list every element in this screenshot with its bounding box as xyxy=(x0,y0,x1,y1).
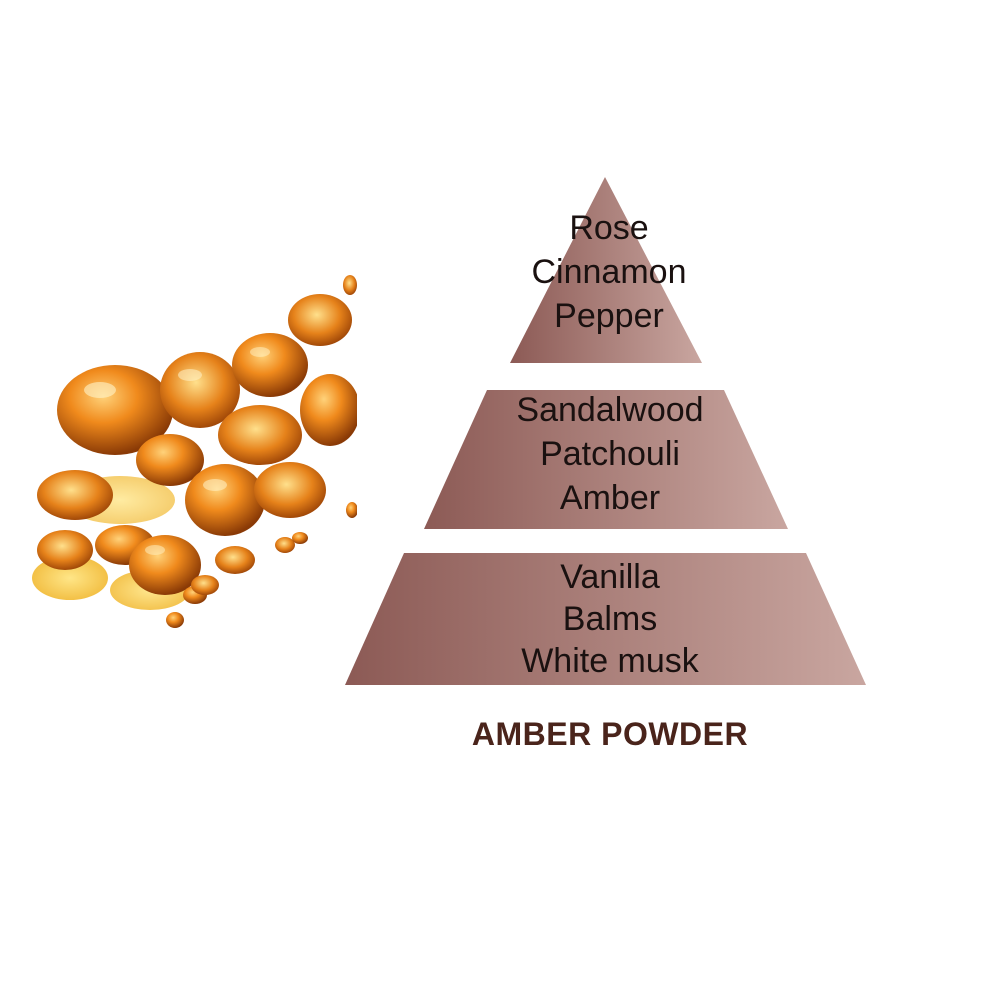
heart-note: Sandalwood xyxy=(516,391,704,429)
base-note: Balms xyxy=(562,600,658,638)
top-notes-list: Rose Cinnamon Pepper xyxy=(0,206,1000,338)
heart-notes-list: Sandalwood Patchouli Amber xyxy=(0,388,1000,520)
heart-note: Patchouli xyxy=(540,435,680,473)
pyramid-middle-tier xyxy=(424,390,788,529)
pyramid-top-tier xyxy=(510,177,702,363)
base-note: Vanilla xyxy=(560,558,660,596)
top-note: Pepper xyxy=(554,297,664,335)
top-note: Rose xyxy=(569,209,649,247)
heart-note: Amber xyxy=(559,479,661,517)
amber-stones-image xyxy=(32,260,360,650)
fragrance-name: AMBER POWDER xyxy=(471,716,749,752)
base-notes-list: Vanilla Balms White musk xyxy=(0,556,1000,682)
base-note: White musk xyxy=(521,642,699,680)
top-note: Cinnamon xyxy=(531,253,687,291)
pyramid-base-tier xyxy=(345,553,866,685)
